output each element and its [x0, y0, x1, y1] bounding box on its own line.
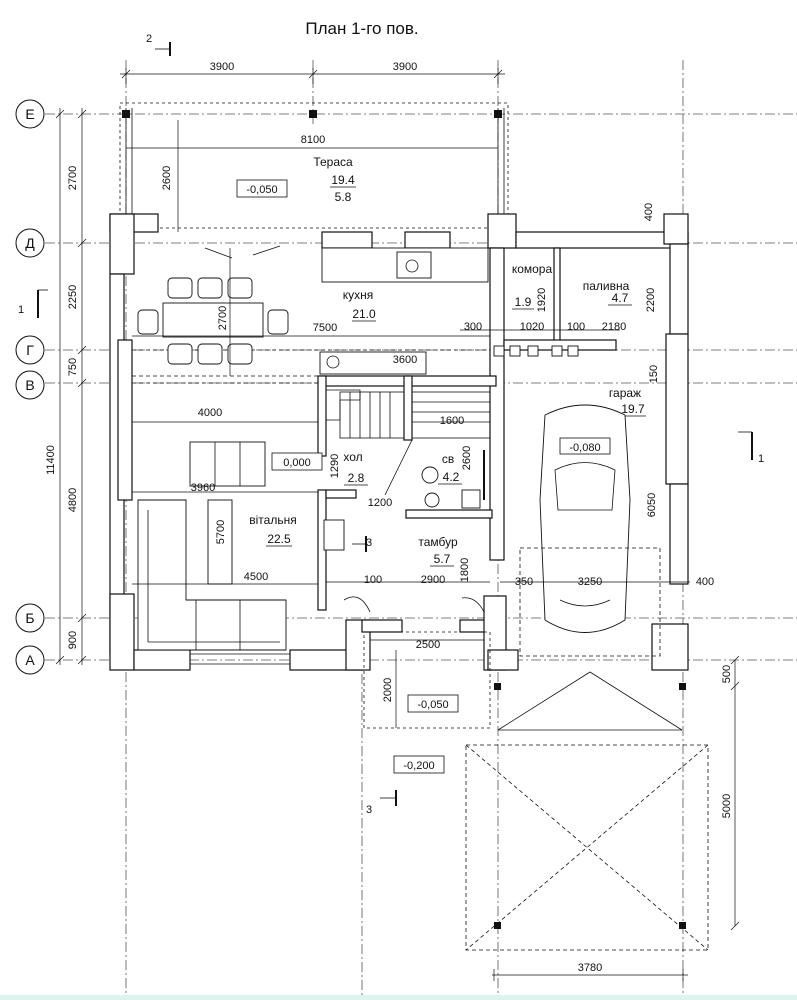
room-hall-name: хол [343, 450, 362, 464]
dim-counter: 3600 [393, 354, 417, 366]
room-wc-area: 4.2 [443, 470, 460, 484]
room-hall-area: 2.8 [348, 471, 365, 485]
dim-left-2: 2250 [67, 285, 79, 309]
room-kitchen-name: кухня [343, 288, 374, 302]
axis-label-g: Г [26, 342, 34, 358]
dim-400-right: 400 [696, 576, 714, 588]
section-mark-1-left: 1 [18, 289, 48, 318]
room-vestibule-name: тамбур [418, 535, 458, 549]
dim-top-2: 3900 [393, 61, 417, 73]
dim-4500: 4500 [244, 571, 268, 583]
dim-garage-depth: 6050 [646, 493, 658, 517]
dim-300: 300 [464, 321, 482, 333]
dim-5700: 5700 [215, 520, 227, 544]
room-wc-name: св [442, 452, 454, 466]
dim-4000: 4000 [198, 407, 222, 419]
porch: 2000 -0,050 -0,200 3 [363, 631, 491, 816]
vestibule: тамбур 5.7 1800 100 2900 2500 3 [326, 535, 490, 651]
dim-3250: 3250 [578, 576, 602, 588]
bottom-strip [0, 995, 797, 1000]
dim-3960: 3960 [191, 482, 215, 494]
dim-left-4: 4800 [67, 488, 79, 512]
dim-left-3: 750 [67, 358, 79, 376]
sofa-top [189, 441, 266, 487]
hall-stairs: 1600 2600 хол 2.8 1290 св 4.2 1200 [325, 389, 491, 509]
dim-terrace-width: 8100 [301, 134, 325, 146]
room-terrace-name: Тераса [313, 155, 353, 169]
dim-2600-wc: 2600 [461, 446, 473, 470]
dim-2500: 2500 [416, 639, 440, 651]
dim-350: 350 [515, 576, 533, 588]
dim-porch-2000: 2000 [382, 678, 394, 702]
terrace: 8100 2600 -0,050 Тераса 19.4 5.8 [119, 102, 509, 232]
room-vestibule-area: 5.7 [434, 552, 451, 566]
room-pantry-name: комора [512, 262, 553, 276]
dim-1200: 1200 [368, 497, 392, 509]
dim-terrace-depth: 2600 [161, 166, 173, 190]
section-mark-1-right-label: 1 [758, 453, 764, 465]
level-living: 0,000 [283, 457, 311, 469]
dim-kitchen-width: 7500 [313, 322, 337, 334]
section-mark-2-label: 2 [146, 33, 152, 45]
sofa-l-shape [137, 499, 287, 651]
dim-100-b: 100 [364, 574, 382, 586]
left-dimensions: 2700 2250 750 4800 900 11400 [45, 108, 87, 665]
dim-3780: 3780 [578, 962, 602, 974]
garage: гараж 19.7 150 6050 -0,080 350 3250 400 [500, 365, 714, 657]
top-dimensions: 3900 3900 [120, 61, 505, 84]
tv-unit [207, 499, 233, 585]
section-mark-3-outer-label: 3 [366, 804, 372, 816]
room-boiler-area: 4.7 [612, 291, 629, 305]
car [539, 404, 631, 633]
dim-500: 500 [721, 665, 733, 683]
kitchen: 2700 7500 кухня 21.0 3600 [132, 245, 490, 376]
room-garage-name: гараж [609, 386, 641, 400]
dim-2180: 2180 [602, 321, 626, 333]
section-mark-3-inner-label: 3 [366, 537, 372, 549]
room-terrace-sub: 5.8 [335, 190, 352, 204]
dim-top-1: 3900 [210, 61, 234, 73]
section-mark-1-right: 1 [738, 431, 764, 465]
axis-label-e: Е [25, 106, 34, 122]
dim-kitchen-depth: 2700 [217, 306, 229, 330]
section-mark-1-left-label: 1 [18, 304, 24, 316]
axis-label-d: Д [25, 235, 35, 251]
dim-pantry-depth: 1920 [536, 288, 548, 312]
dim-1020: 1020 [520, 321, 544, 333]
room-kitchen-area: 21.0 [352, 307, 376, 321]
dim-garage-150: 150 [648, 365, 660, 383]
plan-title: План 1-го пов. [305, 19, 418, 38]
dining-table [162, 302, 264, 338]
room-living-name: вітальня [249, 513, 296, 527]
dim-2900: 2900 [421, 574, 445, 586]
room-garage-area: 19.7 [621, 402, 645, 416]
axis-label-a: А [25, 652, 35, 668]
dim-1800: 1800 [459, 558, 471, 582]
axis-label-b: Б [25, 610, 34, 626]
level-terrace: -0,050 [246, 184, 277, 196]
dim-boiler-depth: 2200 [645, 288, 657, 312]
room-living-area: 22.5 [267, 532, 291, 546]
axis-label-v: В [25, 377, 34, 393]
living-room: 4000 0,000 3960 5700 вітальня 22.5 4500 [132, 407, 345, 651]
dim-100-a: 100 [567, 321, 585, 333]
section-mark-2: 2 [146, 33, 171, 56]
carport: 500 5000 3780 [465, 655, 740, 981]
dim-1290: 1290 [329, 454, 341, 478]
dim-1600: 1600 [440, 415, 464, 427]
level-garage: -0,080 [569, 442, 600, 454]
room-boiler-name: паливна [583, 279, 630, 293]
level-porch: -0,050 [417, 699, 448, 711]
level-exterior: -0,200 [403, 760, 434, 772]
pantry-boiler: комора 1.9 1920 паливна 4.7 2200 400 300… [460, 203, 657, 357]
dim-left-1: 2700 [67, 166, 79, 190]
dim-left-5: 900 [67, 631, 79, 649]
room-terrace-area: 19.4 [331, 173, 355, 187]
dim-left-total: 11400 [45, 445, 57, 475]
dim-right-top: 400 [643, 203, 655, 221]
axis-markers: Е Д Г В Б А [15, 99, 45, 675]
room-pantry-area: 1.9 [515, 295, 532, 309]
dim-5000: 5000 [721, 794, 733, 818]
